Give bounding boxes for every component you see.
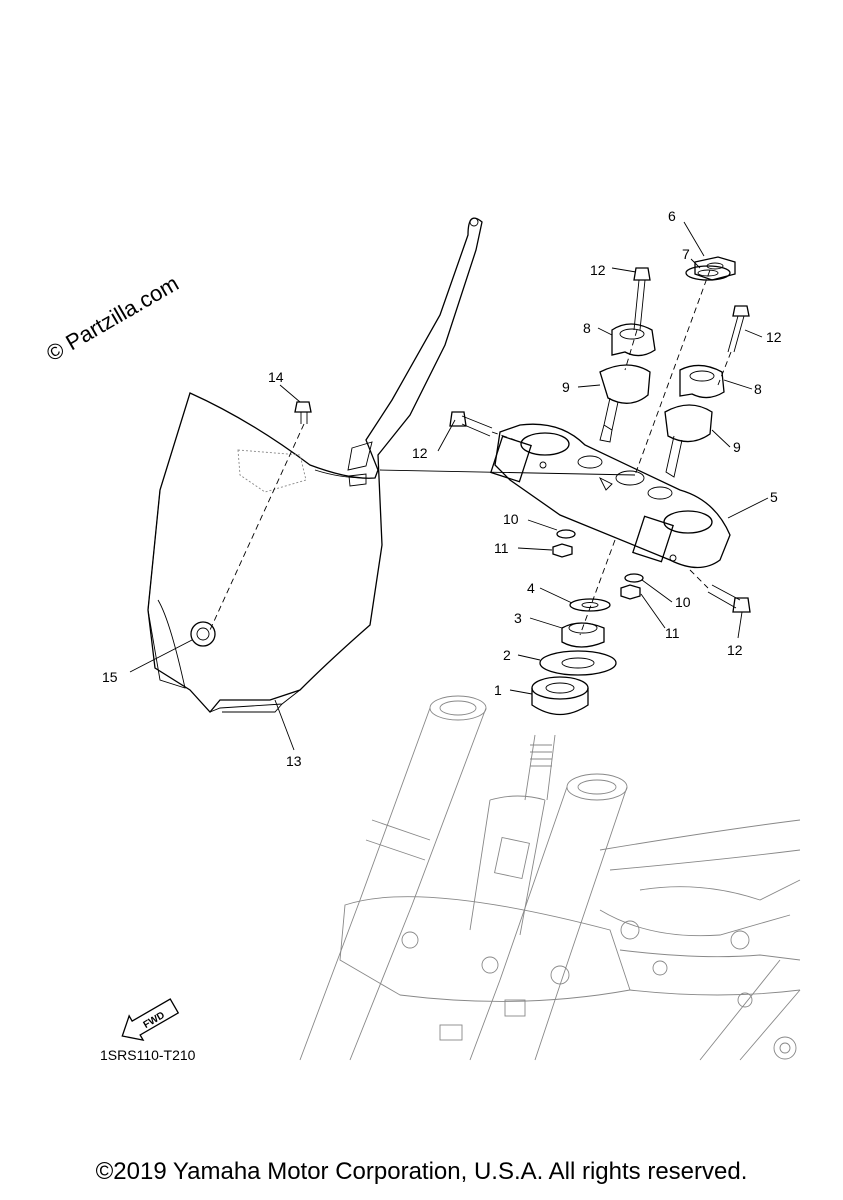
ring-nut-3 bbox=[561, 622, 605, 648]
plate-bolt bbox=[209, 401, 312, 631]
leader-lines bbox=[129, 221, 769, 751]
stem-nut bbox=[694, 256, 736, 281]
bolt-left bbox=[449, 411, 516, 441]
callout-9-left: 9 bbox=[562, 379, 570, 395]
lower-holder-right bbox=[664, 404, 713, 478]
lower-holder-left bbox=[599, 364, 651, 443]
seal-2 bbox=[539, 650, 617, 676]
upper-holder-right bbox=[679, 364, 725, 399]
upper-bracket bbox=[490, 423, 731, 569]
callout-15: 15 bbox=[102, 669, 118, 685]
callout-12-left: 12 bbox=[412, 445, 428, 461]
copyright-notice: ©2019 Yamaha Motor Corporation, U.S.A. A… bbox=[95, 1158, 748, 1185]
callout-10-right: 10 bbox=[675, 594, 691, 610]
callout-3: 3 bbox=[514, 610, 522, 626]
callout-7: 7 bbox=[682, 246, 690, 262]
callout-12-right: 12 bbox=[727, 642, 743, 658]
upper-holder-left bbox=[611, 323, 656, 357]
bolt-upper-right bbox=[717, 305, 750, 386]
callout-10-left: 10 bbox=[503, 511, 519, 527]
callout-6: 6 bbox=[668, 208, 676, 224]
callout-8-left: 8 bbox=[583, 320, 591, 336]
fwd-arrow: FWD bbox=[121, 998, 180, 1042]
washer-4 bbox=[569, 598, 611, 612]
callout-5: 5 bbox=[770, 489, 778, 505]
callout-1: 1 bbox=[494, 682, 502, 698]
callout-14: 14 bbox=[268, 369, 284, 385]
number-plate bbox=[147, 217, 483, 713]
callout-11-left: 11 bbox=[494, 540, 509, 556]
nut-right bbox=[620, 584, 641, 600]
bolt-upper-left bbox=[624, 267, 651, 371]
callout-13: 13 bbox=[286, 753, 302, 769]
callout-12-top-right: 12 bbox=[766, 329, 782, 345]
washer-right bbox=[624, 573, 644, 583]
yamaha-emblem bbox=[190, 621, 216, 647]
stem-washer bbox=[685, 265, 731, 281]
callout-4: 4 bbox=[527, 580, 535, 596]
diagram-code: 1SRS110-T210 bbox=[100, 1047, 196, 1063]
nut-left bbox=[552, 543, 573, 558]
watermark: © Partzilla.com bbox=[42, 271, 183, 367]
callout-8-right: 8 bbox=[754, 381, 762, 397]
callout-9-right: 9 bbox=[733, 439, 741, 455]
bolt-right bbox=[689, 569, 751, 613]
fork-frame-background bbox=[299, 695, 801, 1061]
callout-2: 2 bbox=[503, 647, 511, 663]
callout-12-top-left: 12 bbox=[590, 262, 606, 278]
stem-axis bbox=[634, 269, 711, 476]
washer-left bbox=[556, 529, 576, 539]
callout-11-right: 11 bbox=[665, 625, 680, 641]
bearing-1 bbox=[531, 676, 589, 716]
